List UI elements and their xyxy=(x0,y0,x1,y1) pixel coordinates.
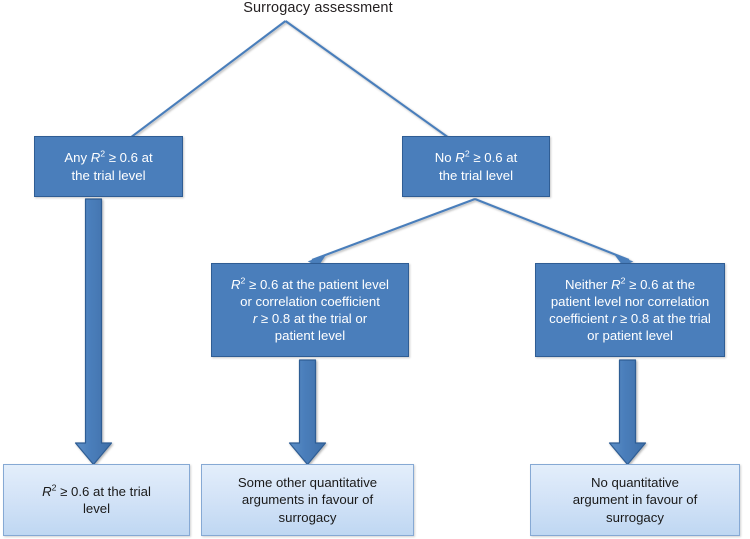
edge-neither-to-outcome-right xyxy=(608,359,647,466)
diagram-title: Surrogacy assessment xyxy=(0,0,750,16)
edge-patient-level-to-outcome-middle xyxy=(288,359,327,466)
node-neither-r2-nor-correlation[interactable]: Neither R2 ≥ 0.6 at the patient level no… xyxy=(535,263,725,357)
node-neither-r2-nor-correlation-label: Neither R2 ≥ 0.6 at the patient level no… xyxy=(549,275,711,344)
node-r2-patient-or-correlation[interactable]: R2 ≥ 0.6 at the patient level or correla… xyxy=(211,263,409,357)
diagram-title-text: Surrogacy assessment xyxy=(243,0,393,16)
edge-no-r2-to-neither xyxy=(474,198,634,267)
node-r2-patient-or-correlation-label: R2 ≥ 0.6 at the patient level or correla… xyxy=(231,275,389,344)
edge-no-r2-to-patient-level xyxy=(307,198,476,267)
edge-any-r2-to-outcome-left xyxy=(74,198,113,466)
